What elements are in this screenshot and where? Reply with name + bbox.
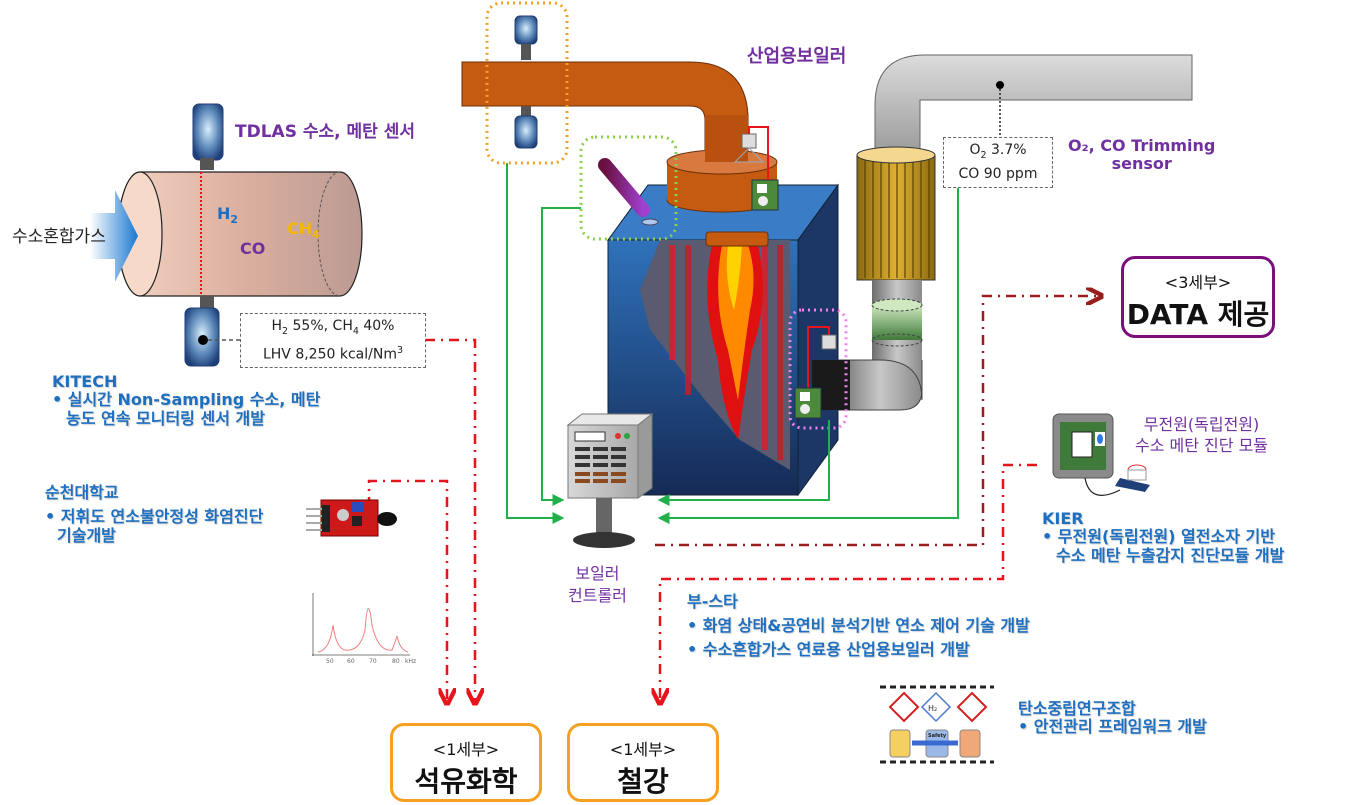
spectrum-unit: kHz <box>405 658 416 665</box>
busta-org: 부-스타 <box>687 592 738 611</box>
controller-label: 보일러 컨트롤러 <box>568 564 627 605</box>
tdlas-sensor-label: TDLAS 수소, 메탄 센서 <box>235 122 415 142</box>
trimming-readout: O2 3.7% CO 90 ppm <box>943 137 1053 188</box>
pink-sensor-group <box>788 308 848 430</box>
safety-h2-label: H₂ <box>928 704 937 713</box>
species-co: CO <box>240 239 266 258</box>
carbon-org: 탄소중립연구조합 <box>1018 699 1136 718</box>
safety-label: Safety <box>928 733 947 739</box>
spectrum-tick: 50 <box>326 658 334 665</box>
species-ch4: CH4 <box>287 219 320 242</box>
signal-lines <box>506 163 959 524</box>
target-steel[interactable]: <1세부> 철강 <box>567 723 719 802</box>
kitech-description: KITECH • 실시간 Non-Sampling 수소, 메탄 농도 연속 모… <box>52 372 321 428</box>
spectrum-tick: 70 <box>369 658 377 665</box>
spectrum-tick: 80 <box>392 658 400 665</box>
flue-stack <box>788 54 1193 430</box>
flame-sensor-module <box>306 499 397 537</box>
kier-org: KIER <box>1042 509 1084 528</box>
suncheon-org: 순천대학교 <box>45 483 119 502</box>
busta-description: 부-스타 • 화염 상태&공연비 분석기반 연소 제어 기술 개발 • 수소혼합… <box>687 592 1030 659</box>
target-data-provision[interactable]: <3세부> DATA 제공 <box>1121 256 1275 338</box>
orange-sensor-group <box>485 1 569 165</box>
gas-composition-readout: H2 55%, CH4 40% LHV 8,250 kcal/Nm3 <box>240 313 426 369</box>
species-h2: H2 <box>217 204 238 227</box>
target-petrochem[interactable]: <1세부> 석유화학 <box>390 723 542 802</box>
safety-framework-icon: H₂ Safety <box>880 685 994 764</box>
gas-inlet-label: 수소혼합가스 <box>12 227 106 247</box>
spectrum-tick: 60 <box>347 658 355 665</box>
frequency-spectrum-chart: 50 60 70 80 kHz <box>312 593 416 665</box>
carbon-description: 탄소중립연구조합 • 안전관리 프레임워크 개발 <box>1018 699 1207 737</box>
gas-pipe-illustration <box>90 103 363 367</box>
boiler-controller-icon <box>566 412 654 548</box>
kier-diagnostic-module <box>1052 413 1150 496</box>
kier-module-label: 무전원(독립전원) 수소 메탄 진단 모듈 <box>1135 415 1269 455</box>
boiler-label: 산업용보일러 <box>747 46 847 67</box>
tdlas-sensor-top <box>192 103 224 161</box>
kier-description: KIER • 무전원(독립전원) 열전소자 기반 수소 메탄 누출감지 진단모듈… <box>1042 509 1285 565</box>
suncheon-description: 순천대학교 • 저휘도 연소불안정성 화염진단 기술개발 <box>45 483 264 545</box>
inlet-arrow-icon <box>90 190 138 282</box>
kitech-org: KITECH <box>52 372 118 391</box>
flow-lines <box>367 296 1100 702</box>
trimming-sensor-label: O₂, CO Trimming sensor <box>1068 136 1216 174</box>
